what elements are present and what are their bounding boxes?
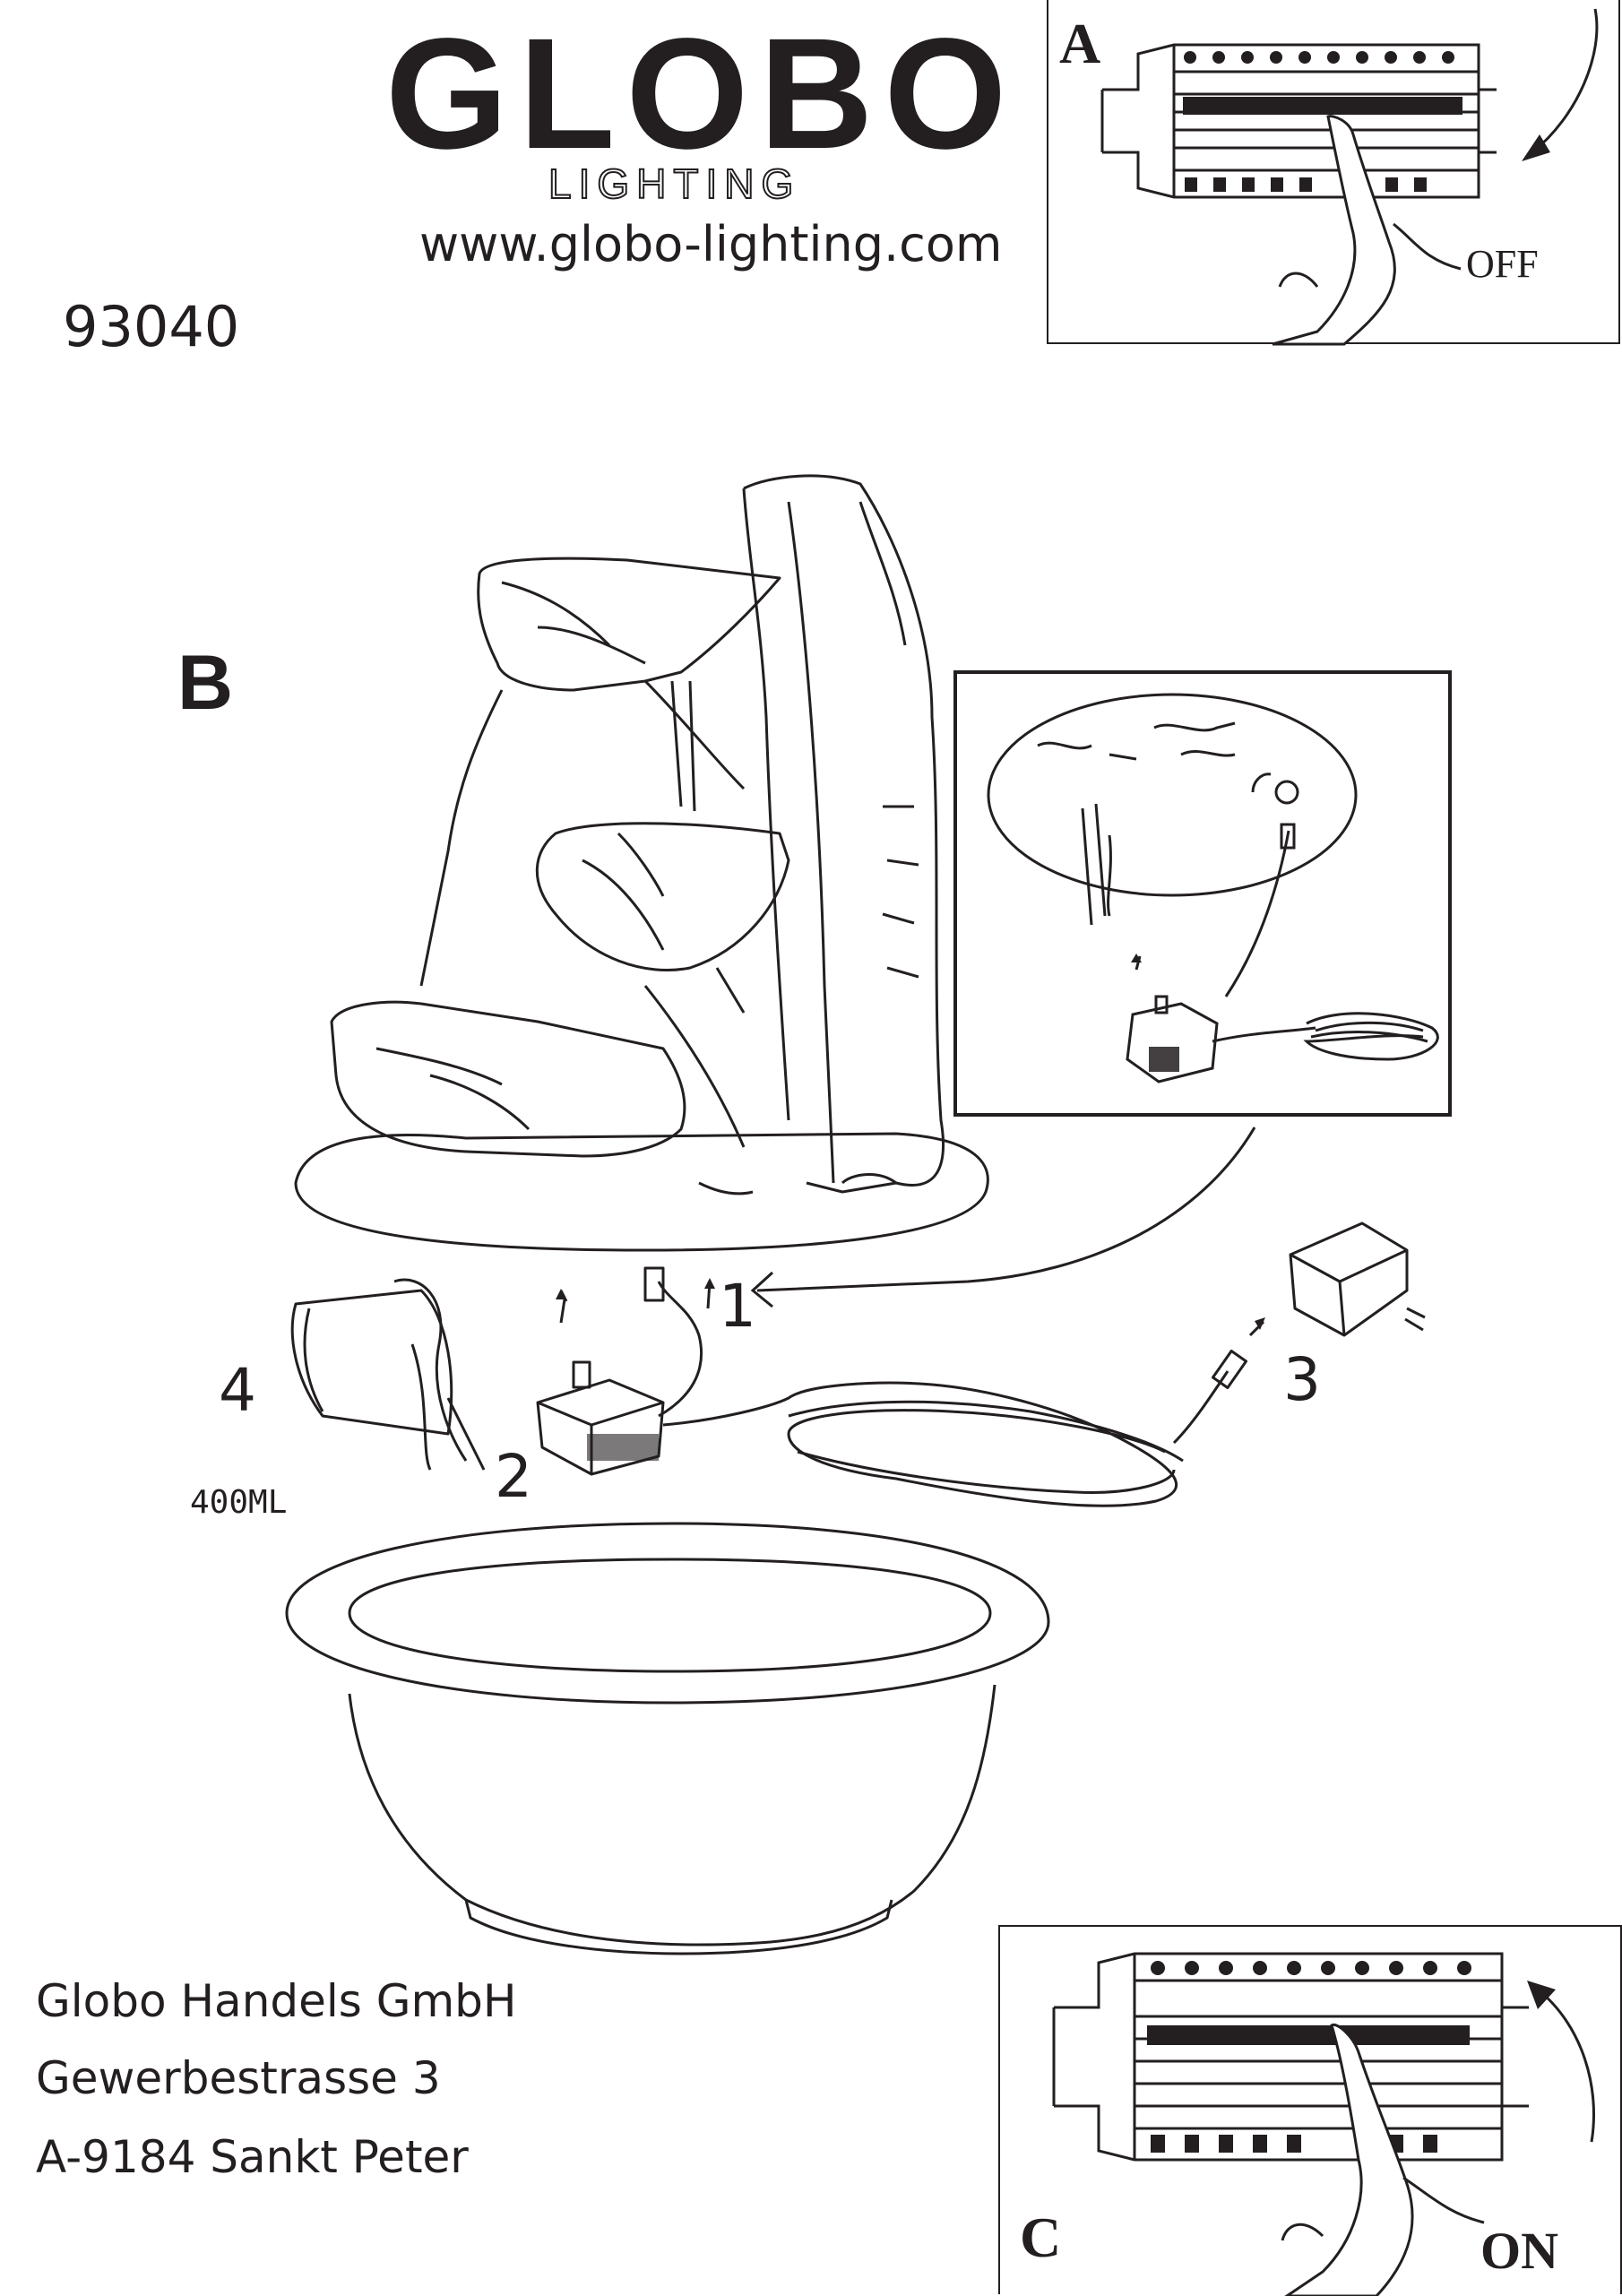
- panel-c-switch-on: C ON: [998, 1925, 1622, 2296]
- pump-connection-detail-illustration: [957, 674, 1455, 1120]
- panel-a-switch-label: OFF: [1466, 242, 1539, 286]
- callout-3: 3: [1283, 1345, 1321, 1414]
- article-number: 93040: [63, 294, 240, 359]
- section-b-letter: B: [177, 640, 234, 726]
- callout-2: 2: [495, 1442, 532, 1511]
- circuit-breaker-off-illustration: [1048, 0, 1622, 344]
- callout-4: 4: [219, 1356, 256, 1425]
- panel-c-switch-label: ON: [1480, 2222, 1558, 2280]
- circuit-breaker-on-illustration: [1000, 1927, 1622, 2296]
- website-url[interactable]: www.globo-lighting.com: [419, 216, 1003, 272]
- volume-label: 400ML: [190, 1484, 288, 1521]
- company-city: A-9184 Sankt Peter: [36, 2131, 469, 2183]
- panel-c-letter: C: [1020, 2205, 1062, 2269]
- panel-a-letter: A: [1059, 12, 1101, 75]
- company-street: Gewerbestrasse 3: [36, 2052, 441, 2104]
- company-name: Globo Handels GmbH: [36, 1975, 517, 2027]
- panel-a-switch-off: A OFF: [1047, 0, 1620, 344]
- pump-detail-inset: [953, 670, 1452, 1117]
- brand-logo-subtitle: LIGHTING: [548, 160, 801, 207]
- brand-logo: GLOBO: [385, 6, 1018, 182]
- callout-1: 1: [719, 1272, 756, 1341]
